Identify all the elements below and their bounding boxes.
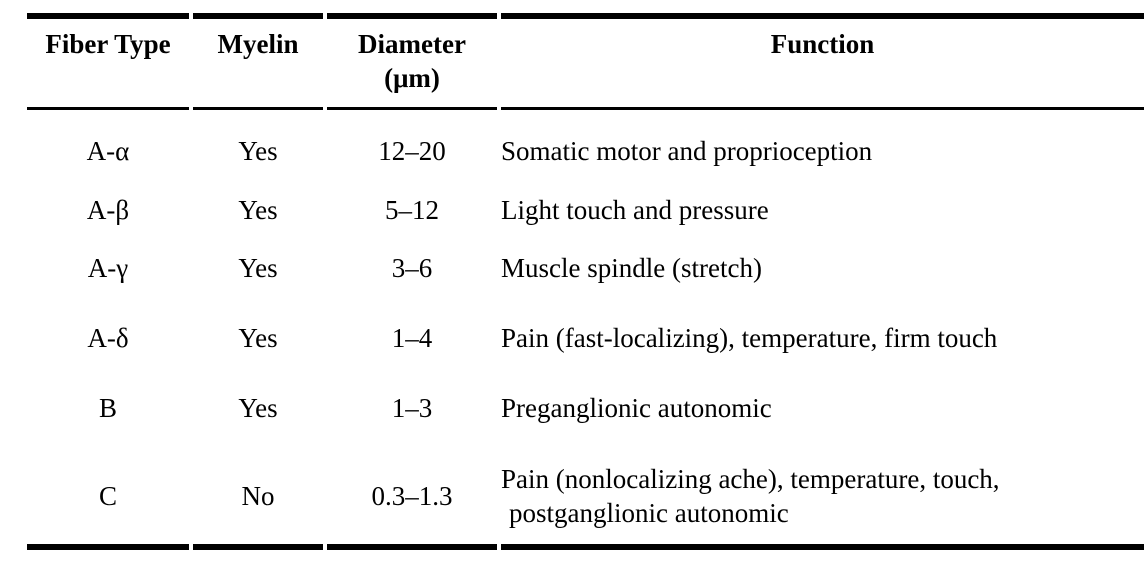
diameter-cell: 1–4: [391, 322, 433, 353]
table-row: C No 0.3–1.3 Pain (nonlocalizing ache), …: [27, 438, 1144, 550]
myelin-cell: Yes: [238, 135, 278, 166]
table-row: A-α Yes 12–20 Somatic motor and proprioc…: [27, 110, 1144, 182]
function-cell: Muscle spindle (stretch): [501, 252, 762, 283]
function-cell: Pain (fast-localizing), temperature, fir…: [501, 322, 998, 353]
function-cell: Somatic motor and proprioception: [501, 135, 873, 166]
column-header-sublabel: (μm): [384, 63, 440, 93]
fiber-type-cell: A-α: [86, 135, 130, 166]
diameter-cell: 12–20: [378, 135, 446, 166]
diameter-cell: 5–12: [385, 194, 439, 225]
table-row: A-β Yes 5–12 Light touch and pressure: [27, 182, 1144, 228]
fiber-type-cell: C: [27, 438, 189, 550]
column-header-myelin: Myelin: [193, 13, 323, 110]
column-header-label: Fiber Type: [45, 29, 171, 59]
column-header-label: Diameter: [358, 29, 466, 59]
column-header-function: Function: [501, 13, 1144, 110]
nerve-fiber-type-table: Fiber Type Myelin Diameter(μm) Function …: [23, 13, 1148, 550]
myelin-cell: Yes: [238, 194, 278, 225]
table-row: A-γ Yes 3–6 Muscle spindle (stretch): [27, 228, 1144, 298]
myelin-cell: Yes: [238, 252, 278, 283]
myelin-cell: Yes: [238, 392, 278, 423]
fiber-type-cell: A-γ: [87, 252, 129, 283]
column-header-label: Function: [770, 29, 875, 59]
myelin-cell: No: [193, 438, 323, 550]
column-header-label: Myelin: [217, 29, 299, 59]
column-header-fiber-type: Fiber Type: [27, 13, 189, 110]
column-header-diameter: Diameter (μm): [327, 13, 497, 110]
fiber-type-cell: A-β: [86, 194, 130, 225]
function-cell: Light touch and pressure: [501, 194, 769, 225]
table-row: A-δ Yes 1–4 Pain (fast-localizing), temp…: [27, 298, 1144, 368]
fiber-type-cell: A-δ: [87, 322, 129, 353]
function-cell: Preganglionic autonomic: [501, 392, 772, 423]
diameter-cell: 1–3: [391, 392, 433, 423]
function-cell: Pain (nonlocalizing ache), temperature, …: [501, 438, 1144, 550]
diameter-cell: 0.3–1.3: [327, 438, 497, 550]
table-row: B Yes 1–3 Preganglionic autonomic: [27, 368, 1144, 438]
header-row: Fiber Type Myelin Diameter (μm) Function: [27, 13, 1144, 110]
fiber-type-cell: B: [98, 392, 117, 423]
myelin-cell: Yes: [238, 322, 278, 353]
diameter-cell: 3–6: [391, 252, 433, 283]
